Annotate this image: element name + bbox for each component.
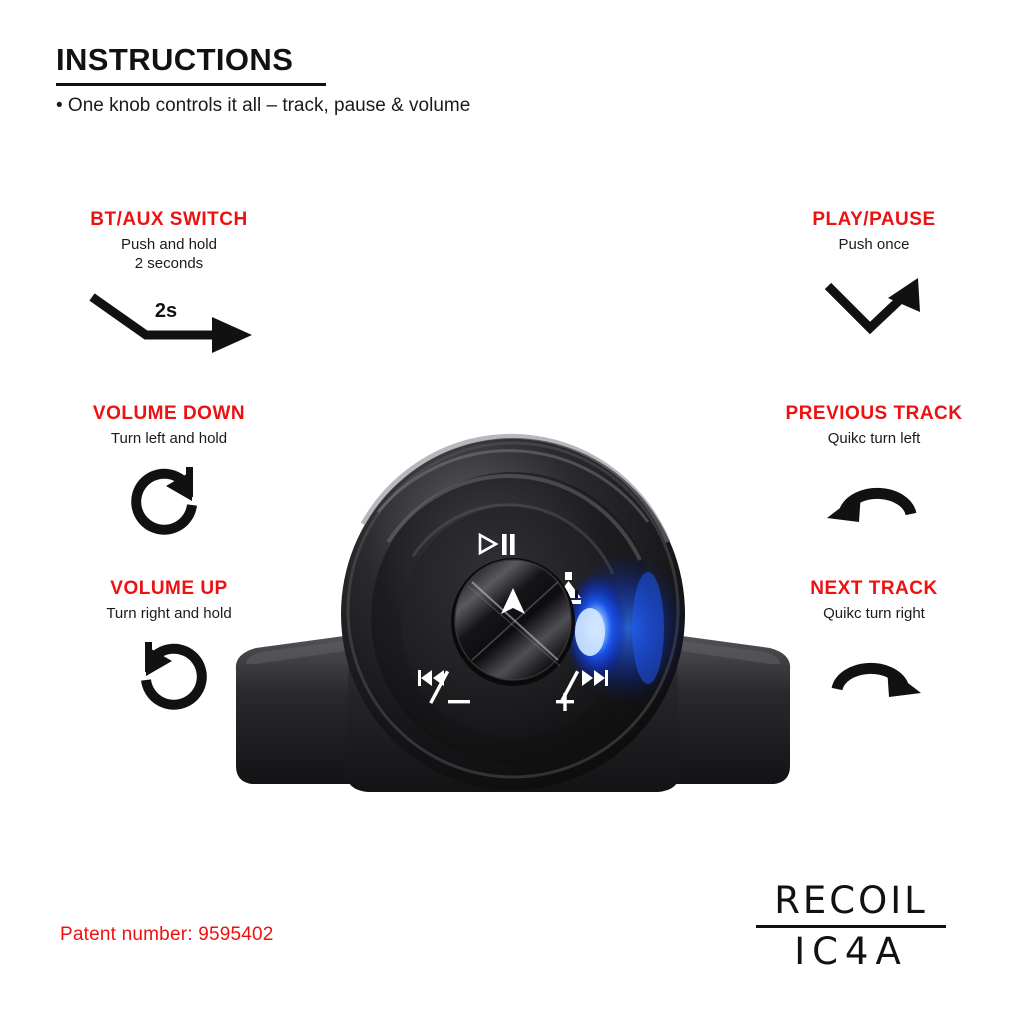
instruction-block-next-track: NEXT TRACK Quikc turn right [579,578,1024,716]
prev-volume-down-glyph [418,670,470,704]
patent-number: Patent number: 9595402 [60,924,274,945]
brand-lockup: RECOIL IC4A [756,882,946,972]
rotary-knob [451,558,575,686]
rotate-right-hold-icon [19,636,319,716]
instruction-block-volume-down: VOLUME DOWN Turn left and hold [19,403,319,541]
knob-pointer-up-arrow-icon [501,588,525,614]
title-underline [56,82,326,86]
push-once-arrow-icon [724,267,1024,347]
brand-divider [756,925,946,928]
quick-turn-left-arrow-icon [724,461,1024,541]
volume-up-next-glyph [556,670,608,711]
volume-up-subtitle: Turn right and hold [106,604,232,622]
play-pause-subtitle: Push once [838,235,910,253]
bt-aux-subtitle: Push and hold 2 seconds [121,235,217,272]
quick-turn-right-arrow-icon [579,636,1024,716]
instruction-block-previous-track: PREVIOUS TRACK Quikc turn left [724,403,1024,541]
duration-label: 2s [155,300,177,322]
previous-track-subtitle: Quikc turn left [827,429,921,447]
volume-up-title: VOLUME UP [110,578,228,599]
next-track-subtitle: Quikc turn right [823,604,925,622]
play-pause-glyph [478,532,515,556]
faceplate-symbols [418,532,608,711]
brand-name: RECOIL [774,879,928,922]
product-model: IC4A [794,930,908,973]
status-led [564,552,685,704]
header-bullet-text: • One knob controls it all – track, paus… [56,94,471,116]
instruction-block-bt-aux-switch: BT/AUX SWITCH Push and hold 2 seconds 2s [19,209,319,365]
bt-aux-title: BT/AUX SWITCH [90,209,248,230]
volume-down-title: VOLUME DOWN [92,403,246,424]
page-title: INSTRUCTIONS [56,42,294,77]
next-track-title: NEXT TRACK [810,578,938,599]
rotate-left-hold-icon [19,461,319,541]
instruction-block-volume-up: VOLUME UP Turn right and hold [19,578,319,716]
play-pause-title: PLAY/PAUSE [812,209,936,230]
previous-track-title: PREVIOUS TRACK [785,403,963,424]
push-hold-2s-arrow-icon: 2s [19,285,319,365]
recoil-ic4a-knob-controller [228,432,798,814]
instructions-header: INSTRUCTIONS • One knob controls it all … [56,42,756,117]
volume-down-subtitle: Turn left and hold [110,429,228,447]
instruction-block-play-pause: PLAY/PAUSE Push once [724,209,1024,347]
